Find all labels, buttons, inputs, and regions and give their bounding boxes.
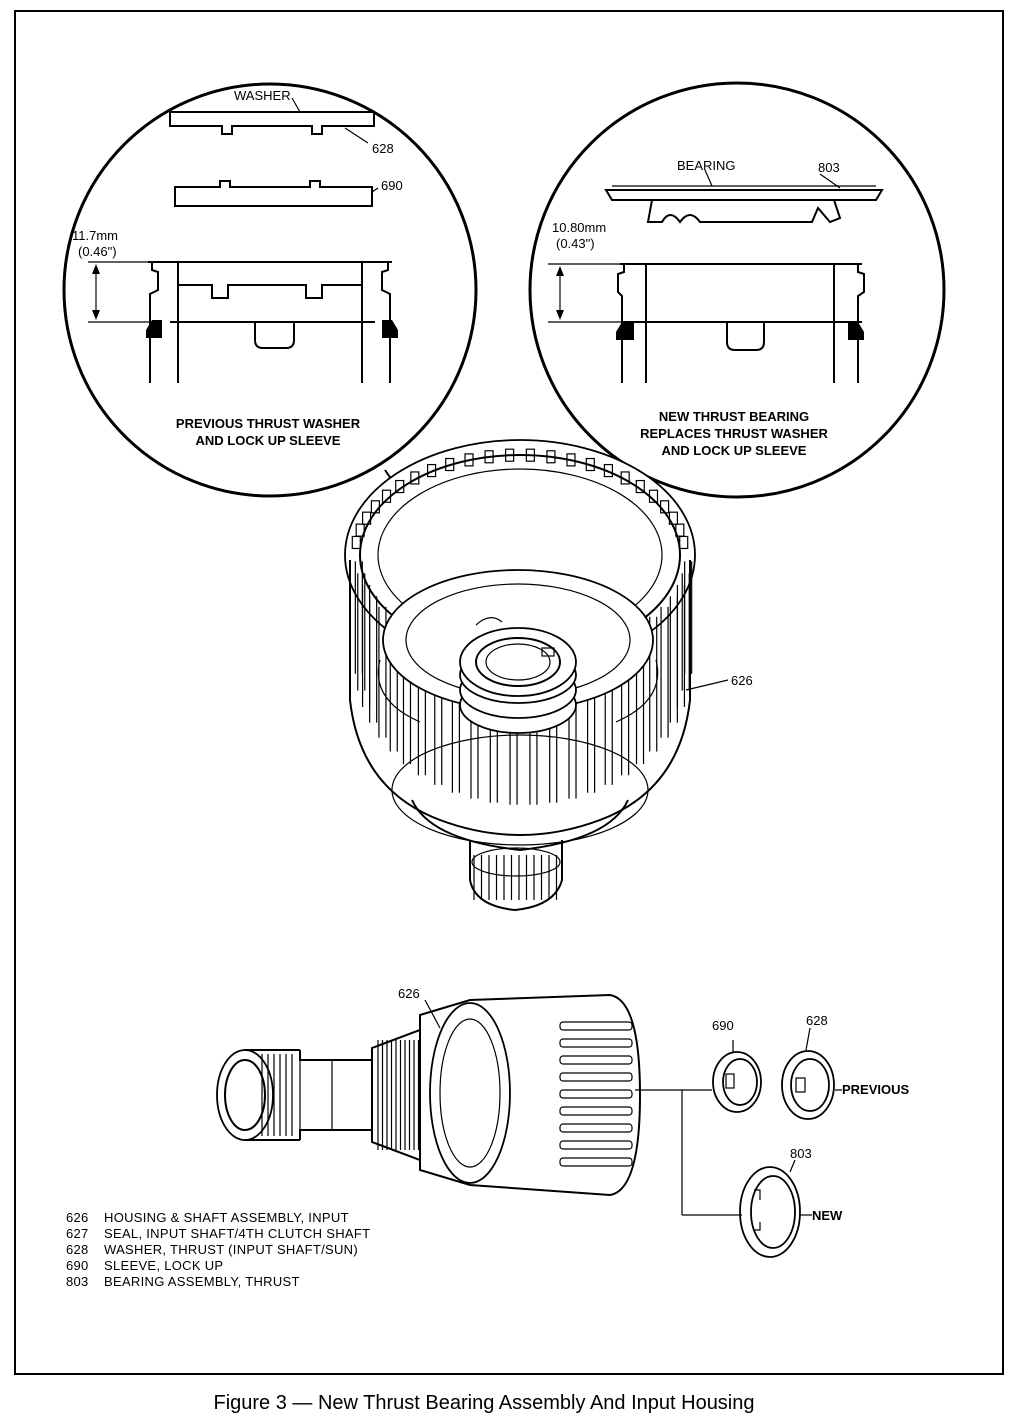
drum-tab — [445, 457, 455, 472]
right-detail-circle — [528, 81, 946, 499]
bearing-label: BEARING — [677, 158, 736, 173]
legend-text: WASHER, THRUST (INPUT SHAFT/SUN) — [104, 1242, 358, 1257]
drum-tab — [546, 450, 556, 464]
drum-tab — [603, 463, 614, 478]
housing-ref-626: 626 — [731, 673, 753, 688]
figure-frame — [14, 10, 1004, 1375]
legend-text: BEARING ASSEMBLY, THRUST — [104, 1274, 300, 1289]
dimension-mm-right: 10.80mm — [552, 220, 606, 235]
drum-slots — [559, 1021, 633, 1167]
bearing-803-drawing — [604, 169, 884, 224]
legend-code: 627 — [66, 1226, 89, 1241]
previous-label: PREVIOUS — [842, 1082, 910, 1097]
drum-tab — [410, 471, 420, 485]
right-detail-labels: BEARING 803 10.80mm (0.43") NEW THRUST B… — [552, 158, 840, 458]
right-caption-line-3: AND LOCK UP SLEEVE — [662, 443, 807, 458]
drum-tab — [648, 489, 659, 503]
lower-labels: 626 690 628 803 PREVIOUS NEW — [398, 986, 910, 1223]
ref-803-lower: 803 — [790, 1146, 812, 1161]
drum-slot — [559, 1157, 633, 1167]
previous-new-connectors — [635, 1089, 842, 1216]
drum-tab — [361, 511, 372, 525]
legend-code: 628 — [66, 1242, 89, 1257]
drum-tab — [668, 511, 679, 525]
washer-label: WASHER — [234, 88, 291, 103]
bearing-803-part — [739, 1159, 801, 1258]
right-housing-profile — [548, 263, 865, 383]
legend-text: SLEEVE, LOCK UP — [104, 1258, 223, 1273]
drum-tab — [505, 448, 515, 462]
drum-tab — [395, 479, 405, 494]
ref-690-left: 690 — [381, 178, 403, 193]
input-housing-upper — [344, 439, 696, 912]
drum-tab — [484, 450, 494, 464]
washer-628-part — [781, 1027, 835, 1120]
dimension-in-right: (0.43") — [556, 236, 595, 251]
drum-tab — [620, 471, 630, 485]
drum-slot — [559, 1106, 633, 1116]
legend-code: 690 — [66, 1258, 89, 1273]
drum-tab — [675, 523, 685, 537]
left-caption-line-1: PREVIOUS THRUST WASHER — [176, 416, 361, 431]
housing-626-leader — [685, 679, 729, 691]
drum-tab — [525, 448, 535, 462]
gear-teeth — [377, 1040, 420, 1150]
drum-slot — [559, 1072, 633, 1082]
legend-text: HOUSING & SHAFT ASSEMBLY, INPUT — [104, 1210, 349, 1225]
input-shaft-assembly — [216, 993, 642, 1197]
ref-626-lower: 626 — [398, 986, 420, 1001]
drum-slot — [559, 1055, 633, 1065]
drum-slot — [559, 1038, 633, 1048]
drum-tab — [659, 500, 670, 514]
sleeve-690-drawing — [174, 180, 373, 207]
right-caption-line-2: REPLACES THRUST WASHER — [640, 426, 828, 441]
shaft-splines — [261, 1054, 293, 1136]
ref-803-right: 803 — [818, 160, 840, 175]
left-caption-line-2: AND LOCK UP SLEEVE — [196, 433, 341, 448]
drum-slot — [559, 1089, 633, 1099]
drum-tab — [566, 453, 576, 467]
drum-tab — [381, 489, 392, 503]
ref-628-left: 628 — [372, 141, 394, 156]
legend-text: SEAL, INPUT SHAFT/4TH CLUTCH SHAFT — [104, 1226, 370, 1241]
drum-slot — [559, 1021, 633, 1031]
ref-690-lower: 690 — [712, 1018, 734, 1033]
drum-tab — [370, 500, 381, 514]
ref-626-lower-leader — [424, 999, 441, 1029]
left-detail-circle — [62, 82, 478, 498]
right-caption-line-1: NEW THRUST BEARING — [659, 409, 809, 424]
drum-tab — [635, 479, 645, 494]
drum-slot — [559, 1123, 633, 1133]
left-housing-profile — [88, 261, 398, 383]
drum-tab — [464, 453, 474, 467]
parts-legend: 626 HOUSING & SHAFT ASSEMBLY, INPUT 627 SEA… — [66, 1210, 370, 1289]
output-splines — [473, 855, 558, 900]
new-label: NEW — [812, 1208, 843, 1223]
legend-code: 803 — [66, 1274, 89, 1289]
dimension-mm-left: 11.7mm — [72, 228, 118, 243]
sleeve-690-part — [712, 1040, 762, 1113]
left-detail-labels: WASHER 628 690 11.7mm (0.46") PREVIOUS T… — [72, 88, 403, 448]
ref-628-lower: 628 — [806, 1013, 828, 1028]
drum-tab — [426, 463, 437, 478]
figure-caption: Figure 3 — New Thrust Bearing Assembly A… — [213, 1392, 754, 1414]
dimension-in-left: (0.46") — [78, 244, 117, 259]
washer-628-drawing — [169, 111, 375, 135]
drum-slot — [559, 1140, 633, 1150]
legend-code: 626 — [66, 1210, 89, 1225]
drum-tab — [351, 535, 361, 550]
drum-tab — [585, 457, 595, 472]
